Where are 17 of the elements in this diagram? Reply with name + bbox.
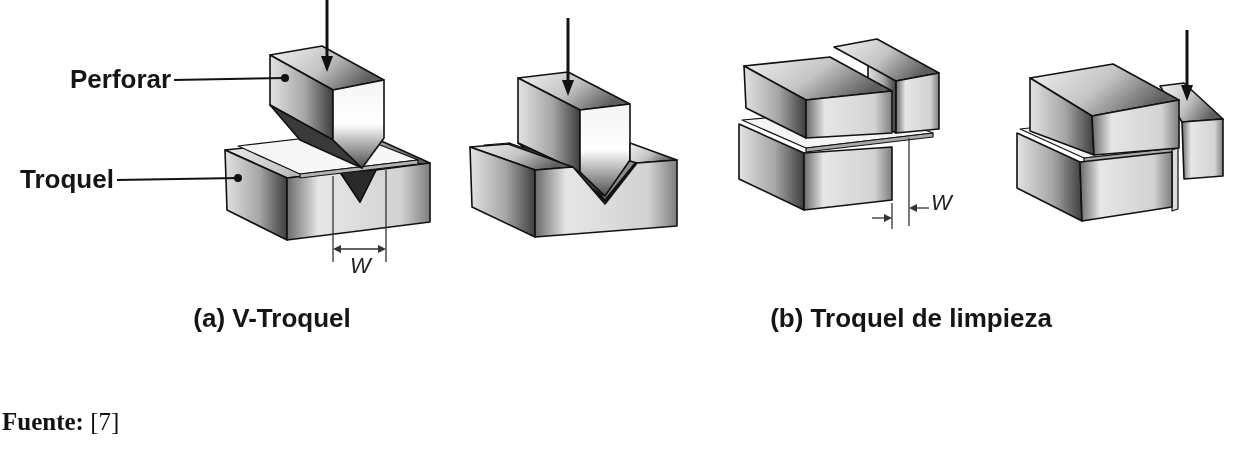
subfigure-caption: (a) V-Troquel: [193, 303, 351, 333]
part-label: Perforar: [70, 64, 172, 94]
part-label: Troquel: [20, 164, 114, 194]
leader-line: [116, 174, 242, 182]
pad-block: [743, 56, 893, 139]
punch-block: [269, 45, 385, 169]
subfigure-caption: (b) Troquel de limpieza: [770, 303, 1052, 333]
punch-block: [833, 38, 940, 134]
punch-block: [1159, 82, 1224, 180]
die-block: [738, 123, 893, 211]
dimension-label: W: [350, 254, 371, 278]
die-block: [469, 142, 678, 238]
leader-line: [173, 74, 289, 82]
die-block: [1016, 132, 1173, 222]
dimension-label: W: [931, 191, 952, 215]
pad-block: [1029, 63, 1180, 156]
source-note: Fuente: [7]: [2, 407, 120, 437]
